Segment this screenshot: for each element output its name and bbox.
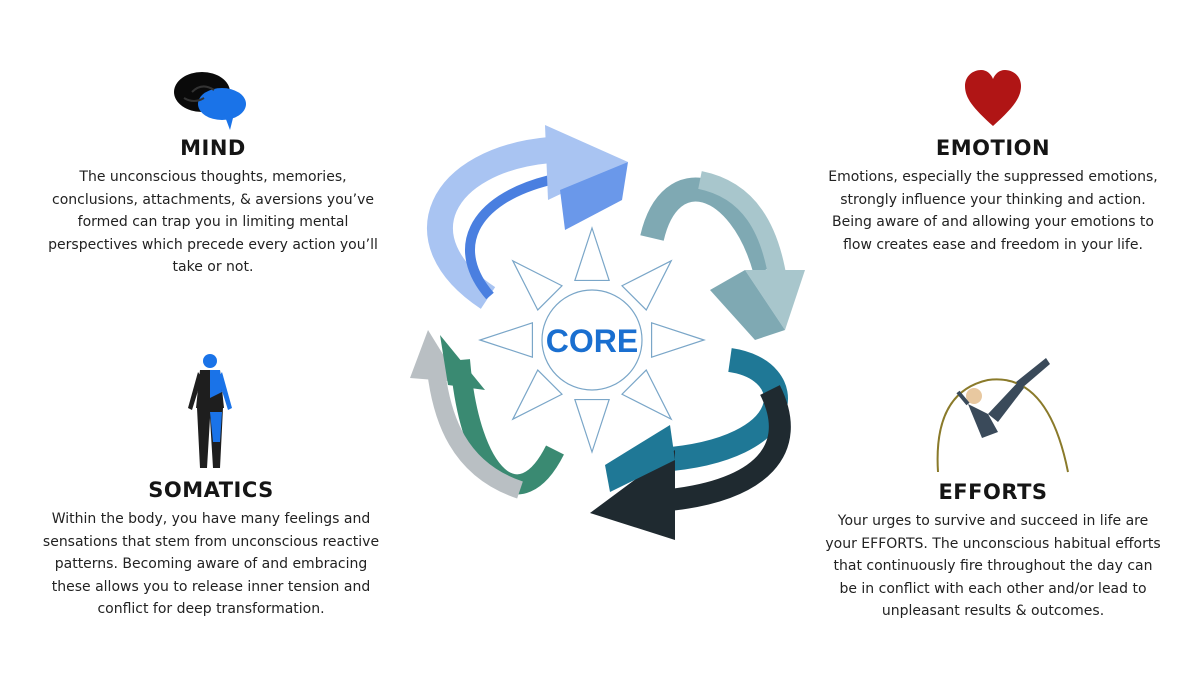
pole-vaulter-icon — [928, 352, 1073, 481]
body-icon — [180, 352, 240, 474]
efforts-text-line: unpleasant results & outcomes. — [881, 603, 1105, 619]
efforts-text-line: that continuously fire throughout the da… — [833, 558, 1153, 574]
mind-text-line: formed can trap you in limiting mental — [77, 214, 349, 230]
somatics-section: SOMATICS Within the body, you have many … — [28, 478, 394, 621]
sun-ray-triangle — [511, 369, 563, 421]
efforts-text-line: Your urges to survive and succeed in lif… — [837, 513, 1149, 529]
somatics-text-line: sensations that stem from unconscious re… — [42, 533, 380, 550]
mind-text-line: take or not. — [172, 259, 254, 275]
emotion-title: EMOTION — [935, 136, 1051, 160]
sun-ray-triangle — [621, 259, 673, 311]
emotion-text-line: flow creates ease and freedom in your li… — [843, 236, 1143, 253]
mind-text-line: conclusions, attachments, & aversions yo… — [52, 191, 374, 208]
dark-cycle-arrow — [590, 348, 791, 540]
emotion-text-line: Emotions, especially the suppressed emot… — [828, 169, 1158, 185]
emotion-text-line: strongly influence your thinking and act… — [840, 191, 1146, 208]
mind-text-line: The unconscious thoughts, memories, — [79, 169, 347, 185]
somatics-title: SOMATICS — [148, 478, 274, 502]
sun-ray-triangle — [511, 259, 563, 311]
emotion-section: EMOTION Emotions, especially the suppres… — [810, 136, 1176, 256]
efforts-text-line: be in conflict with each other and/or le… — [839, 580, 1147, 597]
sun-ray-triangle — [650, 322, 706, 358]
sun-ray-triangle — [621, 369, 673, 421]
somatics-text-line: conflict for deep transformation. — [97, 601, 325, 617]
green-cycle-arrow — [410, 330, 564, 499]
blue-cycle-arrow — [427, 125, 628, 309]
core-sun-rays — [478, 226, 706, 454]
teal-cycle-arrow — [640, 171, 805, 340]
emotion-text-line: Being aware of and allowing your emotion… — [831, 214, 1154, 230]
core-circle — [541, 289, 643, 391]
brain-icon — [172, 68, 252, 138]
mind-section: MIND The unconscious thoughts, memories,… — [30, 136, 396, 279]
sun-ray-triangle — [478, 322, 534, 358]
efforts-section: EFFORTS Your urges to survive and succee… — [810, 480, 1176, 623]
sun-ray-triangle — [574, 398, 610, 454]
sun-ray-triangle — [574, 226, 610, 282]
core-label: CORE — [546, 323, 638, 359]
somatics-text-line: these allows you to release inner tensio… — [51, 578, 371, 595]
somatics-text-line: patterns. Becoming aware of and embracin… — [54, 556, 368, 572]
somatics-text-line: Within the body, you have many feelings … — [51, 511, 371, 527]
efforts-title: EFFORTS — [938, 480, 1048, 504]
efforts-text-line: your EFFORTS. The unconscious habitual e… — [825, 535, 1161, 552]
core-cycle-diagram: CORE — [410, 125, 805, 540]
heart-icon — [963, 70, 1023, 132]
mind-text-line: perspectives which precede every action … — [48, 236, 378, 253]
mind-title: MIND — [180, 136, 246, 160]
